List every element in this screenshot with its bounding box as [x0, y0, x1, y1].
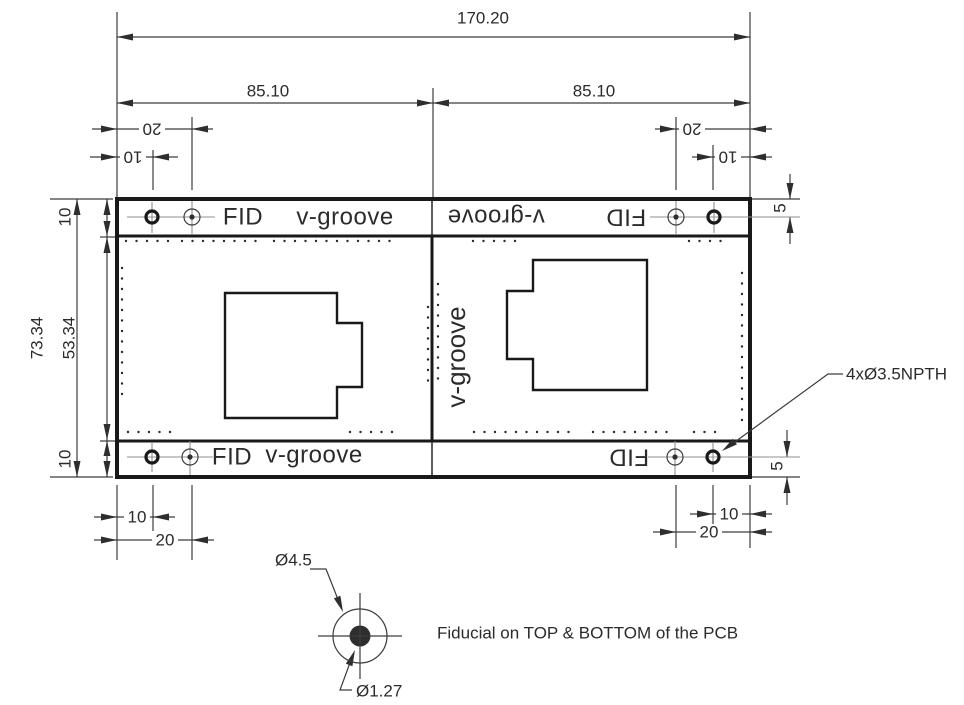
- fid-dot-leader-arrow: [345, 650, 355, 667]
- dim-hole-offset-bottom-left: 10: [128, 508, 147, 527]
- connector-cutouts: [223, 258, 649, 420]
- perforation-dots: [120, 239, 744, 434]
- dim-fid-offset-bottom-right: 20: [700, 523, 719, 542]
- vgroove-label-top-left: v-groove: [296, 204, 393, 231]
- dim-hole-offset-bottom-right: 10: [720, 505, 739, 524]
- callout-texts: 4xØ3.5NPTH Ø4.5 Ø1.27 Fiducial on TOP & …: [275, 365, 947, 701]
- connector-cutout-right: [505, 258, 649, 392]
- label-backgrounds: [120, 121, 742, 548]
- dim-fid-offset-top-right: 20: [683, 120, 702, 139]
- dim-hole-offset-top-right: 10: [719, 148, 738, 167]
- dim-hole-edge-top: 5: [771, 203, 790, 212]
- npth-hole-bottom-left: [144, 449, 160, 465]
- dim-half-width-right: 85.10: [573, 82, 616, 101]
- dimension-arrows: [73, 33, 794, 544]
- fid-outer-leader-line: [310, 568, 340, 603]
- fiducial-marks: [181, 208, 685, 466]
- dim-total-width: 170.20: [457, 9, 509, 28]
- dim-inner-height: 53.34: [60, 317, 79, 360]
- dim-hole-offset-top-left: 10: [124, 148, 143, 167]
- fid-dot-dia-label: Ø1.27: [356, 682, 402, 701]
- fid-outer-leader-arrow: [333, 595, 343, 612]
- dim-half-width-left: 85.10: [247, 82, 290, 101]
- npth-callout: 4xØ3.5NPTH: [846, 365, 947, 384]
- npth-hole-top-right: [706, 209, 722, 225]
- dim-fid-offset-top-left: 20: [143, 120, 162, 139]
- dim-rail-height-top: 10: [56, 208, 75, 227]
- npth-holes: [144, 209, 722, 465]
- fiducial-note: Fiducial on TOP & BOTTOM of the PCB: [437, 624, 738, 643]
- fid-label-top-left: FID: [223, 204, 263, 231]
- fid-outer-dia-label: Ø4.5: [275, 551, 312, 570]
- dim-hole-edge-bottom: 5: [768, 461, 787, 470]
- fid-label-bottom-left: FID: [212, 444, 252, 471]
- dimension-texts: 170.20 85.10 85.10 20 10 20 10 10 20 10 …: [28, 9, 790, 550]
- panel-outline: [115, 197, 752, 479]
- npth-hole-top-left: [144, 209, 160, 225]
- vgroove-label-top-right: v-groove: [447, 204, 544, 231]
- dim-panel-height: 73.34: [28, 317, 47, 360]
- fid-label-top-right: FID: [606, 204, 646, 231]
- fid-dot-leader-line: [339, 659, 352, 691]
- fid-label-bottom-right: FID: [609, 444, 649, 471]
- panel-texts: FID v-groove v-groove FID FID v-groove F…: [212, 204, 649, 471]
- npth-leader-arrow: [722, 438, 737, 451]
- connector-cutout-left: [223, 291, 364, 420]
- vgroove-label-bottom-left: v-groove: [265, 442, 362, 469]
- dim-rail-height-bottom: 10: [56, 450, 75, 469]
- dim-fid-offset-bottom-left: 20: [156, 531, 175, 550]
- fiducial-detail: [318, 593, 402, 679]
- npth-leader-line: [727, 373, 843, 448]
- vgroove-label-center: v-groove: [441, 306, 471, 407]
- npth-hole-bottom-right: [705, 449, 721, 465]
